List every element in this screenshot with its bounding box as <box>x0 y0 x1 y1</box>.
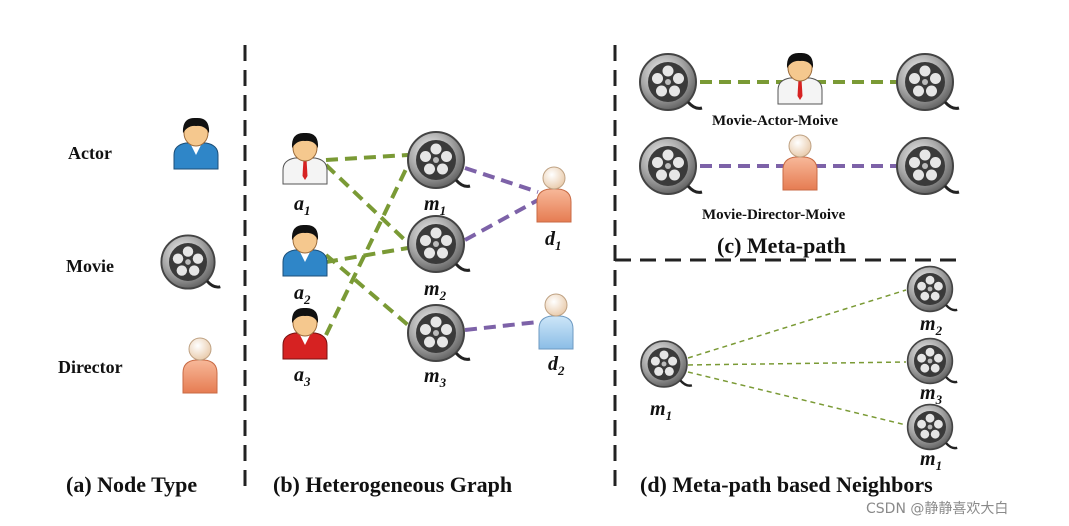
neighbor-movie-node <box>906 403 959 451</box>
meta-path-mdm-label: Movie-Director-Moive <box>702 207 846 223</box>
label-m1: m1 <box>424 193 447 218</box>
caption-node-type: (a) Node Type <box>66 472 198 497</box>
actor-node-a2 <box>282 224 328 277</box>
neighbor-center-label: m1 <box>650 398 673 423</box>
neighbor-edges <box>687 289 907 426</box>
actor-node-a3 <box>282 307 328 360</box>
label-a1: a1 <box>294 193 311 218</box>
label-m3: m3 <box>424 365 447 390</box>
director-icon <box>782 134 818 191</box>
actor-icon <box>173 117 219 170</box>
watermark: CSDN @静静喜欢大白 <box>866 501 1009 517</box>
neighbor-movie-node <box>906 265 959 313</box>
movie-reel-icon <box>895 52 961 112</box>
actor-movie-edges <box>324 153 410 336</box>
caption-meta-path-neighbors: (d) Meta-path based Neighbors <box>640 472 933 497</box>
caption-meta-path: (c) Meta-path <box>717 233 846 258</box>
neighbor-movie-node <box>906 337 959 385</box>
neighbor-label-3: m1 <box>920 448 943 473</box>
movie-node-m2 <box>406 214 472 274</box>
director-node-d2 <box>538 293 574 350</box>
label-m2: m2 <box>424 278 447 303</box>
meta-path-mam-label: Movie-Actor-Moive <box>712 113 839 129</box>
label-a3: a3 <box>294 364 311 389</box>
neighbor-label-1: m2 <box>920 313 943 338</box>
neighbor-label-2: m3 <box>920 382 943 407</box>
movie-node-m3 <box>406 303 472 363</box>
center-movie-node <box>639 339 694 389</box>
movie-reel-icon <box>638 136 704 196</box>
movie-node-m1 <box>406 130 472 190</box>
node-type-actor-label: Actor <box>68 143 112 163</box>
actor-node-a1 <box>282 132 328 185</box>
director-node-d1 <box>536 166 572 223</box>
director-movie-edges <box>464 166 539 332</box>
node-type-director-label: Director <box>58 357 123 377</box>
director-icon <box>182 337 218 394</box>
actor-icon <box>777 52 823 105</box>
label-d2: d2 <box>548 353 565 378</box>
movie-reel-icon <box>895 136 961 196</box>
node-type-movie-label: Movie <box>66 256 114 276</box>
movie-reel-icon <box>638 52 704 112</box>
movie-reel-icon <box>159 233 222 291</box>
caption-heterogeneous-graph: (b) Heterogeneous Graph <box>273 472 513 497</box>
label-d1: d1 <box>545 228 562 253</box>
label-a2: a2 <box>294 282 311 307</box>
